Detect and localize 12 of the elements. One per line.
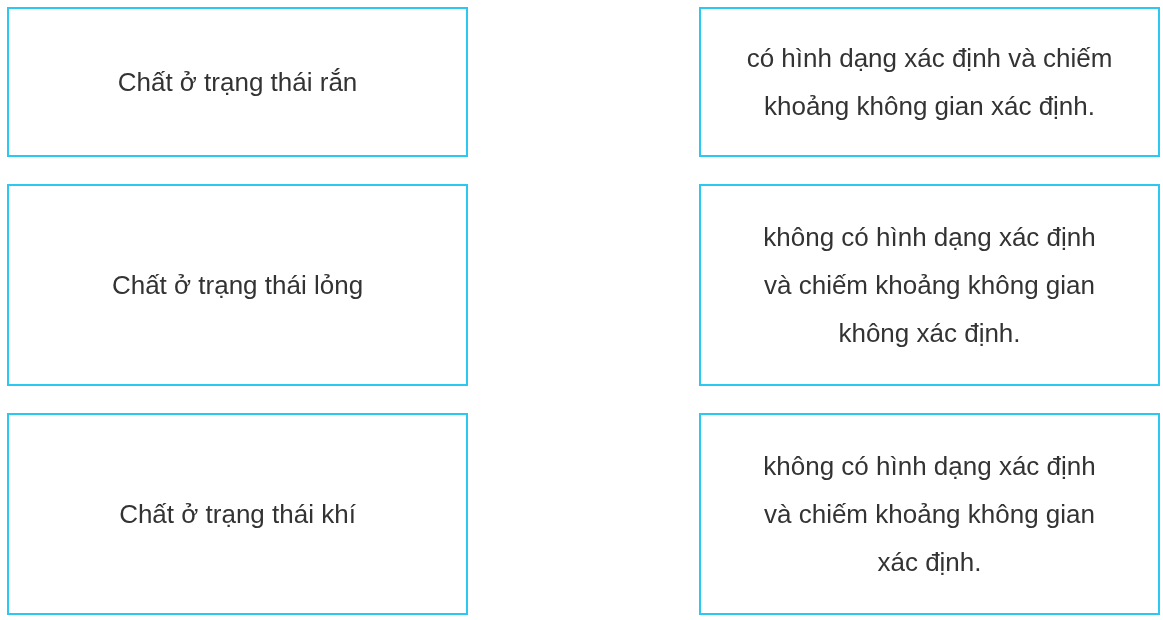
text-box [7, 413, 468, 615]
text-box [699, 184, 1160, 386]
text-box [699, 7, 1160, 157]
text-box [7, 7, 468, 157]
node-label: không có hình dạng xác định và chiếm khoảng không gian không xác định. [762, 221, 1097, 350]
node-label: Chất ở trạng thái lỏng [111, 269, 364, 302]
node-label: có hình dạng xác định và chiếm khoảng không gian xác định. [745, 42, 1114, 123]
text-box [699, 413, 1160, 615]
text-box [7, 184, 468, 386]
node-label: Chất ở trạng thái khí [119, 498, 356, 531]
node-label: không có hình dạng xác định và chiếm khoảng không gian xác định. [762, 450, 1097, 579]
node-label: Chất ở trạng thái rắn [117, 66, 358, 99]
